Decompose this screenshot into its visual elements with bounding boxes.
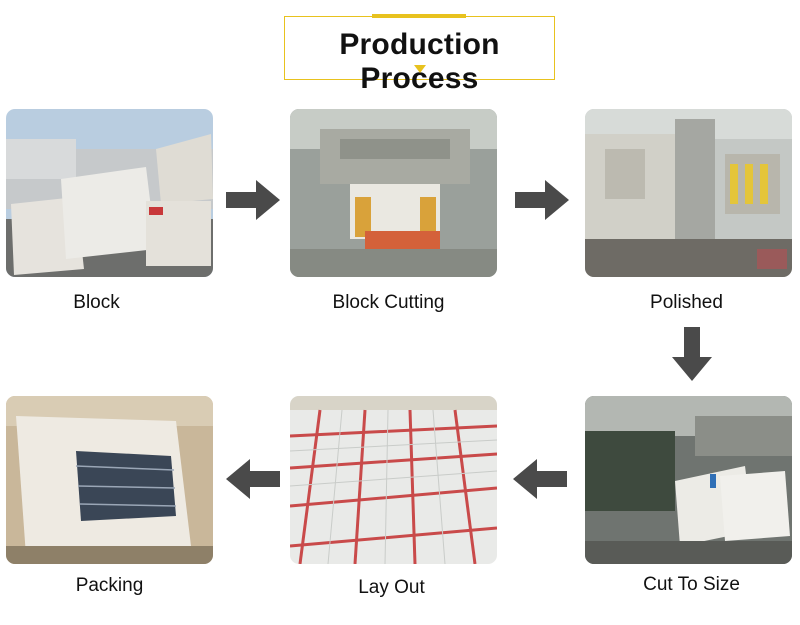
right-arrow-icon (226, 180, 280, 220)
block-photo (6, 109, 213, 277)
block-cutting-photo (290, 109, 497, 277)
packing-photo (6, 396, 213, 564)
step-label-lay-out: Lay Out (358, 577, 425, 598)
left-arrow-icon (226, 459, 280, 499)
page-title: Production Process (339, 28, 500, 95)
right-arrow-icon (515, 180, 569, 220)
cut-to-size-photo (585, 396, 792, 564)
lay-out-photo (290, 396, 497, 564)
step-label-block-cutting: Block Cutting (332, 292, 445, 313)
left-arrow-icon (513, 459, 567, 499)
title-accent-bar (372, 14, 466, 18)
step-label-packing: Packing (75, 575, 144, 596)
step-label-cut-to-size: Cut To Size (643, 574, 740, 595)
polished-photo (585, 109, 792, 277)
step-label-polished: Polished (650, 292, 723, 313)
caret-down-icon (414, 65, 426, 73)
down-arrow-icon (672, 327, 712, 381)
step-label-block: Block (73, 292, 120, 313)
